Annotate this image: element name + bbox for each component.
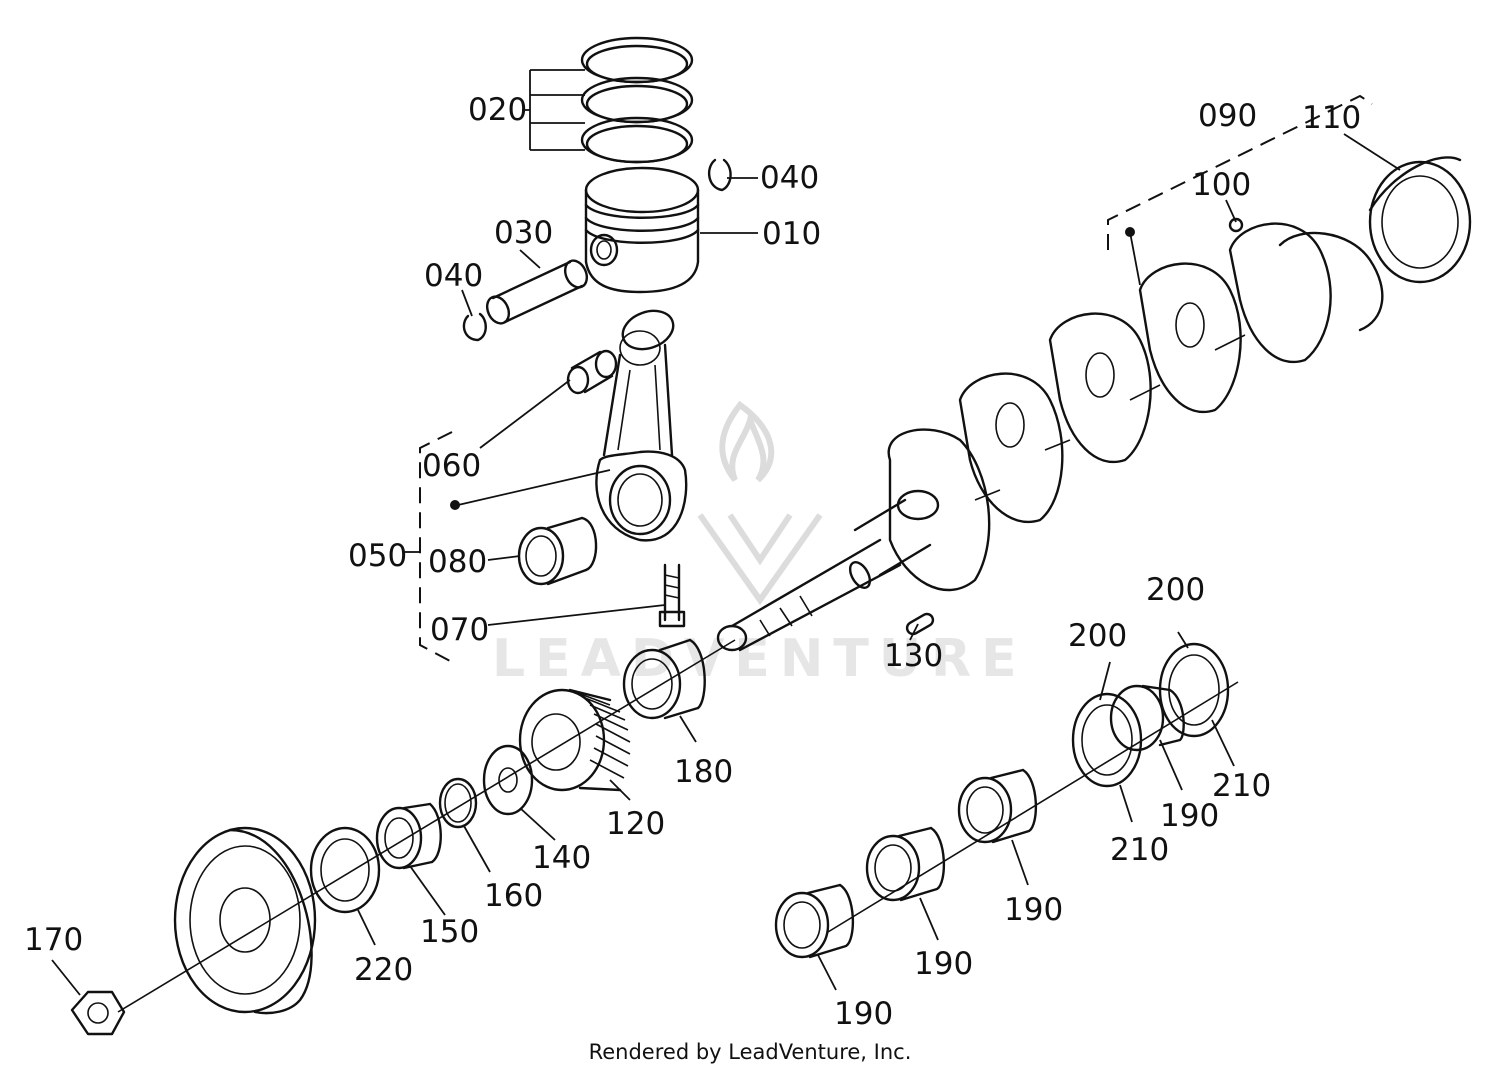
callout-210-right: 210 — [1212, 768, 1271, 804]
callout-100: 100 — [1192, 167, 1251, 203]
dowel-pin[interactable] — [1228, 217, 1244, 233]
callout-210-left: 210 — [1110, 832, 1169, 868]
callout-150: 150 — [420, 914, 479, 950]
watermark-text: LEADVENTURE — [492, 629, 1027, 689]
callout-160: 160 — [484, 878, 543, 914]
crankshaft[interactable] — [716, 222, 1384, 652]
watermark-logo — [697, 400, 823, 606]
callout-130: 130 — [884, 638, 943, 674]
callout-170: 170 — [24, 922, 83, 958]
rod-bolt[interactable] — [658, 563, 686, 628]
callout-020: 020 — [468, 92, 527, 128]
callout-190-d: 190 — [914, 946, 973, 982]
callout-220: 220 — [354, 952, 413, 988]
o-ring-160[interactable] — [438, 777, 478, 829]
bearing-190-d[interactable] — [865, 826, 946, 902]
thrust-washer-200b[interactable] — [1158, 642, 1230, 738]
bearing-190-b[interactable] — [1109, 684, 1185, 752]
callout-190-e: 190 — [834, 996, 893, 1032]
assembly-dot-090 — [1125, 227, 1135, 237]
callout-110: 110 — [1302, 100, 1361, 136]
callout-180: 180 — [674, 754, 733, 790]
collar-150[interactable] — [375, 802, 442, 870]
callout-010: 010 — [762, 216, 821, 252]
snap-ring-left[interactable] — [462, 312, 487, 342]
bearing-180[interactable] — [622, 638, 706, 720]
piston-pin[interactable] — [483, 257, 591, 327]
small-end-bushing[interactable] — [566, 349, 618, 395]
crank-gear[interactable] — [518, 688, 631, 792]
piston[interactable] — [584, 166, 700, 294]
bearing-190-e[interactable] — [774, 883, 855, 959]
crank-key[interactable] — [905, 612, 935, 636]
footer-credit: Rendered by LeadVenture, Inc. — [588, 1040, 912, 1064]
collar-140[interactable] — [482, 744, 534, 816]
snap-ring-right[interactable] — [707, 158, 732, 192]
assembly-dot-050 — [450, 500, 460, 510]
thrust-washer-200a[interactable] — [1071, 692, 1143, 788]
big-end-bearing[interactable] — [517, 516, 598, 586]
callout-030: 030 — [494, 215, 553, 251]
bearing-190-c[interactable] — [957, 768, 1038, 844]
callout-090: 090 — [1198, 98, 1257, 134]
callout-120: 120 — [606, 806, 665, 842]
callout-200-top: 200 — [1146, 572, 1205, 608]
connecting-rod[interactable] — [595, 304, 688, 542]
piston-rings[interactable] — [580, 36, 694, 164]
callout-040-left: 040 — [424, 258, 483, 294]
axis-lines — [117, 639, 1239, 1013]
callout-140: 140 — [532, 840, 591, 876]
callout-labels: 020 040 010 030 040 060 050 080 070 090 … — [24, 92, 1361, 1032]
pulley-nut[interactable] — [70, 990, 126, 1036]
callout-040-right: 040 — [760, 160, 819, 196]
callout-190-b: 190 — [1160, 798, 1219, 834]
callout-200-left: 200 — [1068, 618, 1127, 654]
callout-060: 060 — [422, 448, 481, 484]
thrust-bearing-110[interactable] — [1368, 156, 1472, 284]
callout-070: 070 — [430, 612, 489, 648]
callout-050: 050 — [348, 538, 407, 574]
callout-080: 080 — [428, 544, 487, 580]
leader-lines — [51, 69, 1401, 996]
callout-190-c: 190 — [1004, 892, 1063, 928]
pulley[interactable] — [173, 826, 317, 1015]
oil-seal-220[interactable] — [309, 826, 381, 914]
